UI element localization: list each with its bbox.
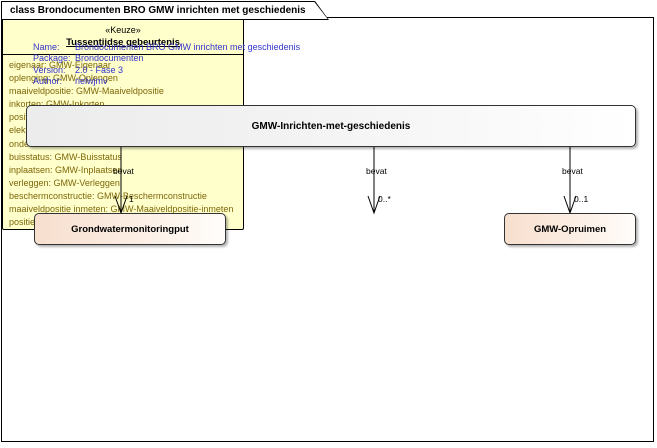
metadata-value-version: 2.0 - Fase 3: [75, 64, 124, 75]
connector-multiplicity-center: 0..*: [378, 194, 391, 204]
connector-multiplicity-left: 1: [129, 194, 134, 204]
diagram-metadata: Name: Brondocumenten BRO GMW inrichten m…: [33, 42, 300, 88]
attribute-item: maaiveldpositie: GMW-Maaiveldpositie: [9, 86, 164, 97]
metadata-row-author: Author: rielwjmv: [33, 76, 300, 87]
connector-label-right: bevat: [562, 166, 583, 176]
diagram-title-label: class Brondocumenten BRO GMW inrichten m…: [10, 5, 306, 16]
class-node-gmw-inrichten-met-geschiedenis[interactable]: GMW-Inrichten-met-geschiedenis: [26, 105, 636, 147]
class-node-center-title: Tussentijdse gebeurtenis: [66, 37, 180, 48]
connector-multiplicity-right: 0..1: [574, 194, 589, 204]
attribute-item: inplaatsen: GMW-Inplaatsen: [9, 164, 123, 175]
attribute-item: eigenaar: GMW-Eigenaar: [9, 60, 111, 70]
metadata-key-version: Version:: [33, 64, 66, 75]
attribute-item: verleggen: GMW-Verleggen: [9, 177, 120, 188]
arrowhead-center: [367, 195, 381, 215]
attribute-item: buisstatus: GMW-Buisstatus: [9, 151, 122, 162]
class-node-grondwatermonitoringput[interactable]: Grondwatermonitoringput: [34, 213, 226, 245]
class-node-root-title: GMW-Inrichten-met-geschiedenis: [251, 120, 411, 132]
metadata-value-package: Brondocumenten: [75, 53, 144, 64]
class-node-center-header: «Keuze» Tussentijdse gebeurtenis: [3, 19, 243, 55]
metadata-key-package: Package:: [33, 53, 71, 64]
diagram-canvas: Name: Brondocumenten BRO GMW inrichten m…: [1, 17, 654, 442]
metadata-row-package: Package: Brondocumenten: [33, 53, 300, 64]
metadata-value-name: Brondocumenten BRO GMW inrichten met ges…: [75, 42, 301, 52]
attribute-item: inkorten: GMW-Inkorten: [9, 99, 104, 110]
attribute-item: oplenging: GMW-Oplengen: [9, 73, 118, 84]
class-node-gmw-opruimen[interactable]: GMW-Opruimen: [504, 213, 636, 245]
metadata-row-name: Name: Brondocumenten BRO GMW inrichten m…: [33, 42, 300, 53]
metadata-value-author: rielwjmv: [75, 76, 108, 87]
class-node-center-stereotype: «Keuze»: [105, 25, 141, 35]
connector-label-left: bevat: [113, 166, 134, 176]
metadata-key-name: Name:: [33, 42, 60, 52]
diagram-title-tab[interactable]: class Brondocumenten BRO GMW inrichten m…: [1, 1, 328, 19]
class-node-left-title: Grondwatermonitoringput: [71, 223, 189, 235]
class-node-right-title: GMW-Opruimen: [533, 223, 607, 235]
connector-label-center: bevat: [366, 166, 387, 176]
metadata-key-author: Author:: [33, 76, 63, 87]
metadata-row-version: Version: 2.0 - Fase 3: [33, 65, 300, 76]
attribute-item: beschermconstructie: GMW-Beschermconstru…: [9, 190, 207, 201]
